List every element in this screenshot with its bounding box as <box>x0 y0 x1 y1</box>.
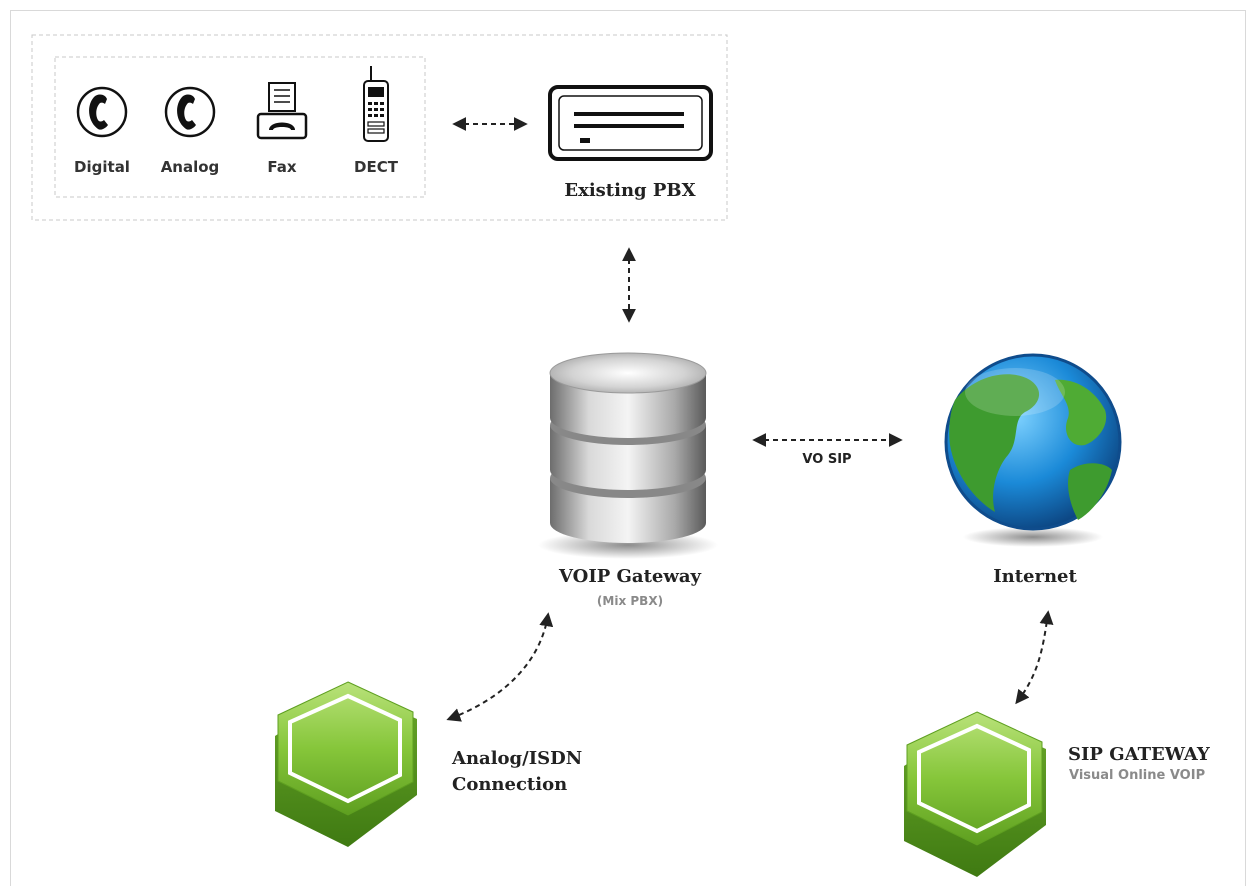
dect-label: DECT <box>354 158 398 176</box>
voip-gateway-sublabel: (Mix PBX) <box>596 594 664 608</box>
phone-icon <box>164 86 216 138</box>
fax-icon <box>256 82 308 140</box>
hexagon-icon <box>275 681 417 847</box>
analog-isdn-label-line1: Analog/ISDN <box>452 748 583 769</box>
fax-label: Fax <box>267 158 297 176</box>
arrow-gateway-isdn <box>446 612 554 722</box>
globe-icon <box>944 353 1122 547</box>
database-icon <box>538 352 718 559</box>
existing-pbx-label: Existing PBX <box>564 180 696 201</box>
vo-sip-label: VO SIP <box>802 452 852 467</box>
internet-label: Internet <box>993 566 1077 587</box>
existing-system-box <box>31 34 728 221</box>
devices-box <box>54 56 426 198</box>
connector-arrows <box>446 117 1054 722</box>
analog-isdn-label-line2: Connection <box>452 774 568 795</box>
analog-isdn-label: Analog/ISDN Connection <box>452 746 582 798</box>
phone-icon <box>76 86 128 138</box>
pbx-icon <box>548 85 713 161</box>
arrow-internet-sip <box>1015 610 1054 705</box>
diagram-frame <box>10 10 1246 886</box>
sip-gateway-label: SIP GATEWAY <box>1068 744 1210 765</box>
dect-handset-icon <box>363 66 389 142</box>
digital-label: Digital <box>74 158 130 176</box>
hexagon-icon <box>904 711 1046 877</box>
voip-gateway-label: VOIP Gateway <box>559 566 701 587</box>
analog-label: Analog <box>160 158 220 176</box>
sip-gateway-sublabel: Visual Online VOIP <box>1069 768 1206 783</box>
